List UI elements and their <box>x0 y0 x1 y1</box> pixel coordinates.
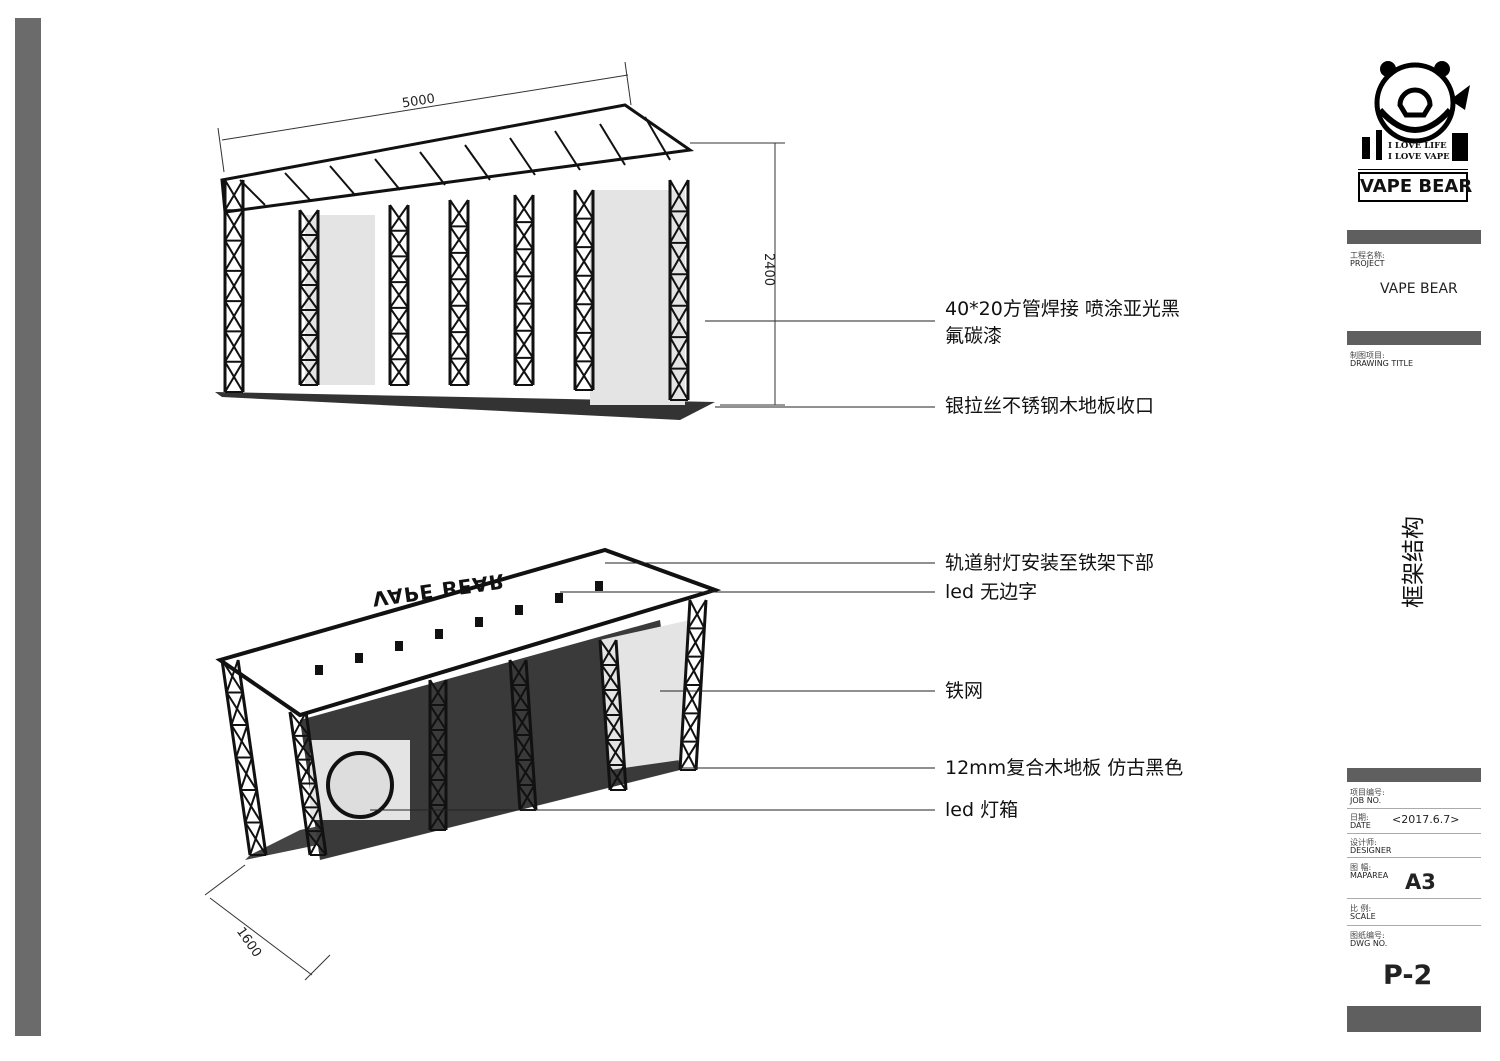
logo-tagline-1: I LOVE LIFE <box>1388 141 1447 151</box>
note-floor-edge: 银拉丝不锈钢木地板收口 <box>945 395 1155 417</box>
note-iron-mesh: 铁网 <box>945 680 984 702</box>
note-floor: 12mm复合木地板 仿古黑色 <box>945 757 1184 779</box>
sheet-margin-bar <box>15 18 41 1036</box>
dwg-no-value: P-2 <box>1383 960 1433 991</box>
date-label-cn: 日期: <box>1350 813 1369 822</box>
drawing-title-value: 框架结构 <box>1401 516 1427 608</box>
maparea-label: MAPAREA <box>1350 871 1389 880</box>
project-value: VAPE BEAR <box>1380 281 1458 297</box>
maparea-label-cn: 图 幅: <box>1350 863 1372 872</box>
project-label-cn: 工程名称: <box>1350 251 1385 260</box>
logo-brand: VAPE BEAR <box>1358 172 1472 202</box>
bear-logo-icon <box>1362 61 1470 161</box>
designer-label-cn: 设计师: <box>1350 838 1377 847</box>
job-no-label-cn: 项目编号: <box>1350 788 1385 797</box>
note-track-light: 轨道射灯安装至铁架下部 <box>945 552 1155 574</box>
title-block-bar <box>1347 331 1481 345</box>
date-value: <2017.6.7> <box>1392 813 1460 826</box>
dwg-no-label-cn: 图纸编号: <box>1350 931 1385 940</box>
leader-lines <box>370 320 935 811</box>
designer-label: DESIGNER <box>1350 846 1392 855</box>
note-led-lightbox: led 灯箱 <box>945 799 1019 821</box>
maparea-value: A3 <box>1405 870 1436 894</box>
note-frame-material-cont: 氟碳漆 <box>945 325 1003 347</box>
title-block-bar <box>1347 768 1481 782</box>
top-elevation-view <box>215 103 715 420</box>
dwg-no-label: DWG NO. <box>1350 939 1388 948</box>
logo-tagline-2: I LOVE VAPE <box>1388 152 1450 162</box>
dimension-lines <box>204 61 785 981</box>
note-led-letters: led 无边字 <box>945 581 1038 603</box>
job-no-label: JOB NO. <box>1350 796 1382 805</box>
vape-bear-logo: I LOVE LIFE I LOVE VAPE VAPE BEAR <box>1350 55 1480 210</box>
drawing-title-label-cn: 制图项目: <box>1350 351 1385 360</box>
date-label: DATE <box>1350 821 1371 830</box>
scale-label-cn: 比 例: <box>1350 904 1372 913</box>
drawing-title-label: DRAWING TITLE <box>1350 359 1414 368</box>
title-block-bar <box>1347 230 1481 244</box>
note-frame-material: 40*20方管焊接 喷涂亚光黑 <box>945 298 1180 320</box>
scale-label: SCALE <box>1350 912 1376 921</box>
dimension-height: 2400 <box>761 252 777 287</box>
title-block-bar <box>1347 1006 1481 1032</box>
project-label: PROJECT <box>1350 259 1385 268</box>
